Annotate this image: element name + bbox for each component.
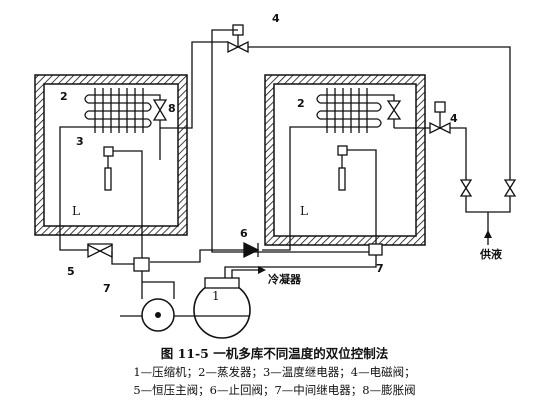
label-solenoid-valve: 4 (272, 12, 280, 25)
left-evaporator-coil (84, 88, 152, 133)
supply-stop-valve-right (503, 179, 517, 197)
liquid-supply-header (465, 196, 511, 245)
top-solenoid-valve (211, 24, 511, 253)
right-expansion-valve (378, 94, 402, 128)
right-cold-room (264, 74, 426, 246)
supply-stop-valve-left (459, 179, 473, 197)
left-expansion-valve (148, 94, 168, 128)
constant-pressure-valve (87, 243, 134, 265)
label-room-left: L (72, 204, 80, 218)
label-evaporator-left: 2 (60, 90, 68, 103)
right-thermostat (337, 145, 377, 249)
label-check-valve: 6 (240, 227, 248, 240)
compressor (193, 266, 266, 339)
compressor-motor (120, 281, 196, 332)
label-relay-right: 7 (376, 262, 384, 275)
label-condenser: 冷凝器 (268, 272, 302, 286)
left-cold-room (34, 74, 188, 236)
label-liquid-supply: 供液 (479, 247, 503, 261)
figure-legend-line-2: 5—恒压主阀；6—止回阀；7—中间继电器；8—膨胀阀 (133, 383, 416, 397)
supply-arrow (484, 230, 492, 238)
two-position-control-diagram: 4 2 8 3 L 2 4 L 6 5 7 7 冷凝器 供液 1 (34, 12, 517, 339)
label-room-right: L (300, 204, 308, 218)
figure-legend-line-1: 1—压缩机；2—蒸发器；3—温度继电器；4—电磁阀； (133, 365, 416, 379)
right-solenoid-valve (429, 101, 467, 180)
right-suction-line (262, 126, 320, 251)
intermediate-relay-right (224, 243, 383, 280)
label-compressor: 1 (212, 289, 220, 303)
label-expansion-valve: 8 (168, 102, 176, 115)
left-liquid-line (159, 41, 228, 160)
right-evaporator-coil (316, 88, 382, 133)
left-thermostat (103, 146, 143, 262)
label-evaporator-right: 2 (297, 97, 305, 110)
check-valve (150, 241, 260, 263)
figure-title: 图 11-5 一机多库不同温度的双位控制法 (160, 346, 389, 361)
label-solenoid-valve-right: 4 (450, 112, 458, 125)
intermediate-relay (133, 257, 150, 282)
label-thermostat: 3 (76, 135, 84, 148)
left-suction-line (59, 126, 88, 251)
label-pressure-valve: 5 (67, 265, 75, 278)
label-relay-left: 7 (103, 282, 111, 295)
